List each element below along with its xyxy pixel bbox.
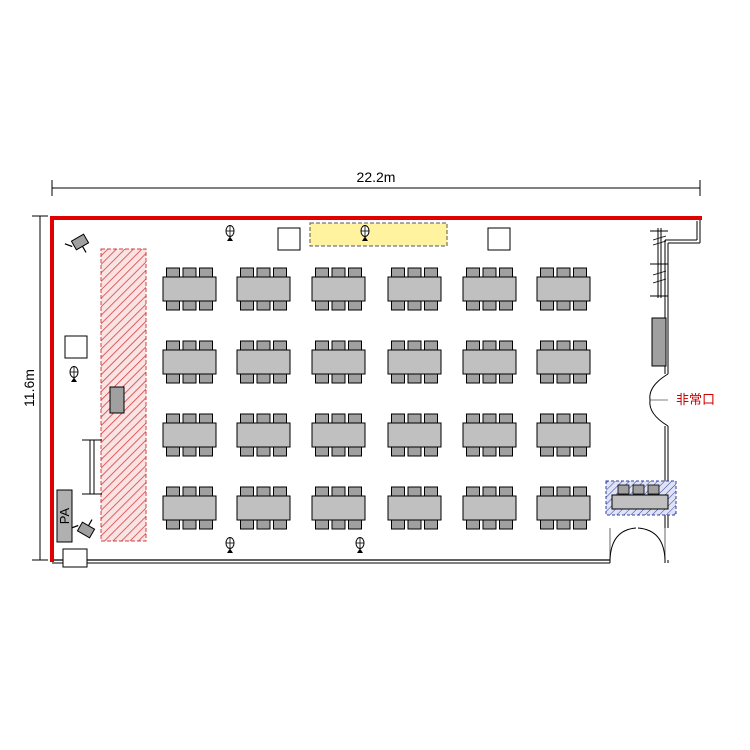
table — [162, 276, 217, 302]
table — [311, 495, 366, 521]
side-cabinet — [651, 317, 667, 367]
table-set — [536, 267, 591, 311]
door-icon — [649, 373, 669, 427]
table-set — [236, 413, 291, 457]
table-set — [387, 340, 442, 384]
table — [311, 276, 366, 302]
table — [536, 495, 591, 521]
pa-console: PA — [56, 489, 73, 543]
table — [387, 422, 442, 448]
table-set — [462, 267, 517, 311]
table — [236, 276, 291, 302]
table — [462, 349, 517, 375]
table-set — [236, 486, 291, 530]
table-set — [311, 267, 366, 311]
table-set — [162, 340, 217, 384]
table — [162, 422, 217, 448]
table-set — [162, 486, 217, 530]
table-set — [462, 413, 517, 457]
table — [462, 495, 517, 521]
square-box-1 — [277, 227, 301, 251]
seating-grid — [162, 267, 591, 530]
podium — [109, 386, 125, 414]
table — [462, 422, 517, 448]
table-set — [536, 340, 591, 384]
table-set — [462, 486, 517, 530]
width-label: 22.2m — [357, 169, 396, 185]
speaker-icon — [70, 519, 96, 539]
height-label: 11.6m — [21, 369, 37, 407]
table-set — [387, 267, 442, 311]
table-set — [387, 486, 442, 530]
table — [462, 276, 517, 302]
microphone-icon — [225, 225, 235, 241]
table — [387, 276, 442, 302]
square-box-2 — [487, 227, 511, 251]
table — [311, 422, 366, 448]
walls — [50, 216, 702, 564]
yellow-zone — [309, 222, 448, 247]
table — [162, 495, 217, 521]
table — [162, 349, 217, 375]
table — [311, 349, 366, 375]
table-set — [162, 267, 217, 311]
table-set — [311, 486, 366, 530]
microphone-icon — [355, 537, 365, 553]
table-set — [462, 340, 517, 384]
square-box-3 — [64, 335, 88, 359]
table — [536, 422, 591, 448]
table — [536, 349, 591, 375]
table-set — [236, 340, 291, 384]
table — [236, 349, 291, 375]
width-dimension: 22.2m — [51, 169, 701, 196]
table-set — [311, 340, 366, 384]
table — [536, 276, 591, 302]
corner-box — [62, 548, 88, 568]
table-set — [387, 413, 442, 457]
pa-label: PA — [57, 507, 72, 524]
table-set — [162, 413, 217, 457]
door-icon — [609, 527, 666, 561]
microphone-icon — [360, 225, 370, 241]
table — [387, 349, 442, 375]
table — [236, 495, 291, 521]
coat-rack — [650, 228, 668, 298]
table — [387, 495, 442, 521]
microphone-icon — [225, 537, 235, 553]
table-set — [536, 413, 591, 457]
table-set — [311, 413, 366, 457]
emergency-exit-label: 非常口 — [676, 393, 715, 408]
reception-desk — [605, 480, 677, 516]
microphone-icon — [69, 366, 79, 382]
screen-stand — [82, 439, 102, 495]
height-dimension: 11.6m — [21, 215, 48, 561]
table-set — [236, 267, 291, 311]
speaker-icon — [64, 233, 90, 253]
table-set — [536, 486, 591, 530]
table — [236, 422, 291, 448]
